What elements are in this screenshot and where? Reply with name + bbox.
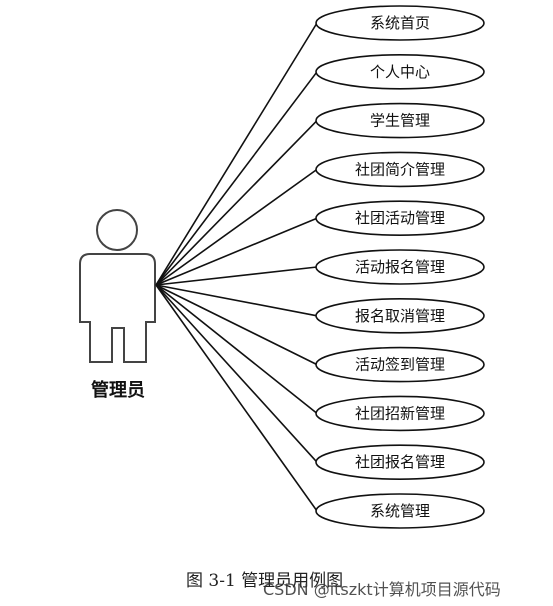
use-case-label: 社团简介管理	[355, 160, 445, 178]
use-case-label: 社团报名管理	[355, 453, 445, 471]
use-case-label: 社团活动管理	[355, 209, 445, 227]
use-case-label: 系统管理	[370, 502, 430, 520]
actor-body	[79, 253, 156, 363]
connector-line	[155, 71, 318, 286]
use-case: 报名取消管理	[315, 297, 485, 334]
use-case: 活动签到管理	[315, 346, 485, 383]
use-case-oval	[315, 5, 485, 41]
use-case-oval	[315, 102, 485, 139]
use-case: 系统首页	[315, 5, 485, 41]
actor-label: 管理员	[91, 380, 145, 401]
figure-caption: 图 3-1 管理员用例图	[186, 571, 344, 591]
connector-line	[155, 284, 318, 415]
use-case-oval	[315, 346, 485, 383]
actor-head	[96, 209, 138, 251]
use-case-oval	[315, 200, 485, 236]
connector-line	[155, 284, 318, 512]
use-case-label: 系统首页	[370, 14, 430, 32]
use-case: 社团招新管理	[315, 395, 485, 432]
use-case-label: 活动签到管理	[355, 356, 445, 374]
watermark: CSDN @itszkt计算机项目源代码	[263, 580, 501, 599]
connector-line	[155, 22, 318, 286]
use-case-label: 个人中心	[370, 63, 430, 81]
use-case: 活动报名管理	[315, 249, 485, 285]
use-case-label: 学生管理	[370, 112, 430, 130]
use-case: 学生管理	[315, 102, 485, 139]
connector-line	[155, 266, 318, 286]
connector-line	[155, 217, 318, 286]
use-case-oval	[315, 249, 485, 285]
use-case-oval	[315, 151, 485, 188]
use-case-oval	[315, 493, 485, 529]
use-case-list: 系统首页个人中心学生管理社团简介管理社团活动管理活动报名管理报名取消管理活动签到…	[315, 5, 485, 529]
use-case-label: 社团招新管理	[355, 404, 445, 422]
use-case-oval	[315, 54, 485, 90]
use-case: 社团活动管理	[315, 200, 485, 236]
connector-line	[155, 284, 318, 317]
use-case-label: 活动报名管理	[355, 258, 445, 276]
connector-line	[155, 168, 318, 286]
use-case-oval	[315, 297, 485, 334]
use-case-oval	[315, 395, 485, 432]
use-case-oval	[315, 444, 485, 481]
connector-line	[155, 284, 318, 366]
use-case-label: 报名取消管理	[355, 307, 445, 325]
connector-lines	[155, 22, 318, 512]
use-case: 社团简介管理	[315, 151, 485, 188]
connector-line	[155, 284, 318, 463]
use-case: 个人中心	[315, 54, 485, 90]
use-case: 系统管理	[315, 493, 485, 529]
connector-line	[155, 120, 318, 286]
use-case: 社团报名管理	[315, 444, 485, 481]
actor-figure	[79, 209, 156, 363]
